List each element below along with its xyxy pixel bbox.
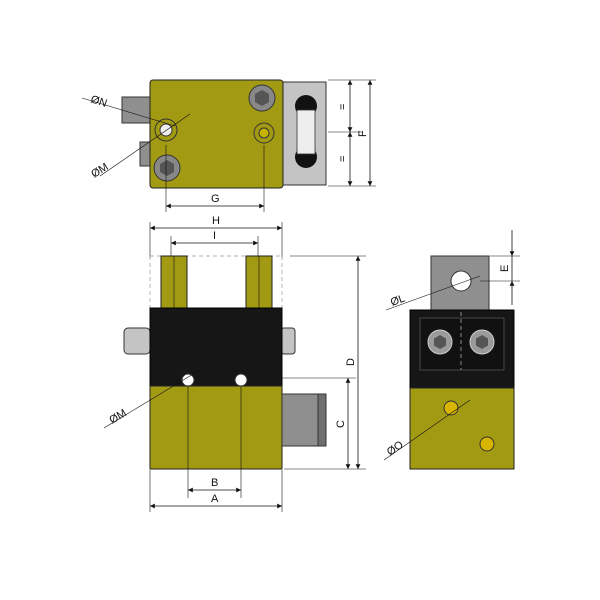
label-dia-m-top: ØM bbox=[89, 161, 110, 181]
side-pin-left bbox=[123, 327, 151, 355]
label-eq-upper: = bbox=[337, 104, 349, 110]
top-body bbox=[149, 79, 284, 189]
plate-slot bbox=[296, 109, 316, 155]
label-d: D bbox=[345, 358, 357, 366]
label-dia-o: ØO bbox=[385, 439, 406, 459]
front-head bbox=[149, 307, 283, 387]
hex-socket-bottom-left bbox=[160, 160, 174, 176]
label-i: I bbox=[213, 230, 216, 242]
hex-socket-top-right bbox=[255, 90, 269, 106]
side-body bbox=[409, 387, 515, 470]
front-view: H I B A bbox=[103, 215, 366, 512]
label-a: A bbox=[211, 493, 219, 505]
front-body bbox=[149, 385, 283, 470]
top-view: ØN ØM G = = F bbox=[81, 79, 376, 212]
label-f: F bbox=[357, 130, 369, 137]
side-plug-lower bbox=[479, 436, 495, 452]
label-h: H bbox=[212, 215, 220, 227]
side-pin-right bbox=[280, 327, 296, 355]
label-e: E bbox=[499, 265, 511, 272]
side-hex-right bbox=[476, 335, 488, 349]
hole-right bbox=[253, 122, 275, 144]
hole-right-inner bbox=[258, 127, 270, 139]
label-c: C bbox=[335, 420, 347, 428]
label-b: B bbox=[211, 477, 218, 489]
pin-left-upper bbox=[121, 96, 151, 124]
side-plug-upper bbox=[443, 400, 459, 416]
label-g: G bbox=[211, 193, 220, 205]
label-dia-m-front: ØM bbox=[107, 407, 128, 426]
side-view: E ØL ØO bbox=[383, 230, 520, 470]
side-tab-hole bbox=[450, 270, 472, 292]
label-dia-n: ØN bbox=[89, 93, 108, 110]
hole-m-top-inner bbox=[159, 123, 173, 137]
label-eq-lower: = bbox=[337, 156, 349, 162]
hole-m-top bbox=[154, 118, 178, 142]
front-side-block-face bbox=[317, 393, 327, 447]
label-dia-l: ØL bbox=[389, 293, 407, 309]
side-hex-left bbox=[434, 335, 446, 349]
front-hole-right bbox=[234, 373, 248, 387]
